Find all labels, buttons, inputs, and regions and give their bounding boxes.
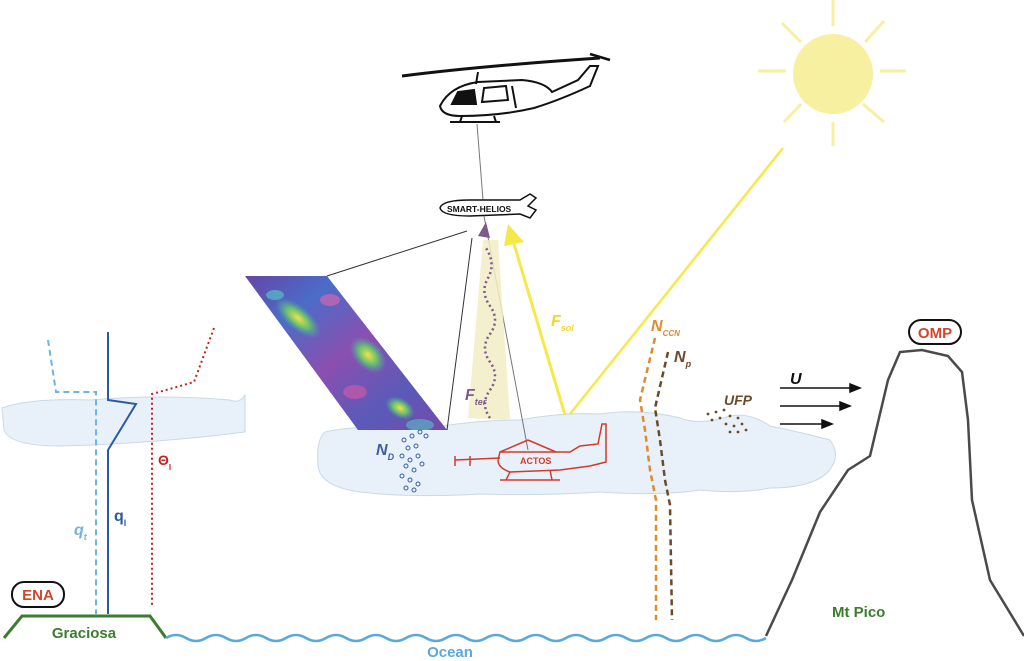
mt-pico-mountain: [764, 348, 1024, 637]
graciosa-island: [2, 614, 168, 639]
main-cloud: [317, 411, 836, 497]
solar-flux-arrow: [512, 243, 567, 416]
actos-aircraft-icon: [454, 423, 607, 481]
helicopter-icon: [401, 52, 611, 123]
ena-badge: [11, 581, 65, 608]
ena-label: ENA: [22, 587, 54, 604]
ocean-label: Ocean: [427, 644, 473, 661]
n-d-label: ND: [376, 442, 395, 462]
ufp-particles-icon: [706, 408, 748, 434]
droplets-icon: [399, 429, 429, 493]
solar-flux-arrowhead: [504, 224, 524, 246]
radar-view-line-right: [446, 237, 473, 431]
tether-line: [476, 123, 484, 201]
q-t-profile: [47, 339, 97, 614]
left-cloud: [1, 393, 246, 447]
n-ccn-label: NCCN: [651, 318, 680, 338]
sunbeam-line: [569, 147, 784, 415]
mt-pico-label: Mt Pico: [832, 604, 885, 621]
omp-label: OMP: [918, 325, 952, 342]
terrestrial-beam-cone: [468, 240, 510, 420]
omp-badge: [908, 319, 962, 345]
q-l-profile: [107, 332, 138, 614]
terrestrial-radiation-arrow: [483, 247, 497, 419]
wind-arrows-icon: [780, 382, 863, 430]
smart-helios-pod-icon: [439, 193, 538, 219]
theta-l-label: Θl: [158, 452, 171, 472]
f-ter-label: Fter: [465, 387, 487, 407]
f-sol-label: Fsol: [551, 313, 574, 333]
u-label: U: [790, 371, 802, 388]
sun-icon: [758, 0, 906, 146]
n-p-label: Np: [674, 349, 692, 369]
q-t-label: qt: [74, 522, 88, 542]
radar-view-line-left: [326, 230, 468, 277]
actos-label: ACTOS: [520, 456, 551, 466]
ufp-label: UFP: [724, 392, 753, 408]
graciosa-label: Graciosa: [52, 625, 117, 642]
n-ccn-profile: [638, 337, 658, 620]
radar-curtain-image: [245, 276, 447, 430]
terrestrial-arrowhead: [478, 222, 490, 238]
ocean-wave: [165, 633, 767, 643]
q-l-label: ql: [114, 508, 126, 528]
n-p-profile: [653, 351, 674, 621]
smart-helios-label: SMART-HELIOS: [447, 204, 512, 214]
